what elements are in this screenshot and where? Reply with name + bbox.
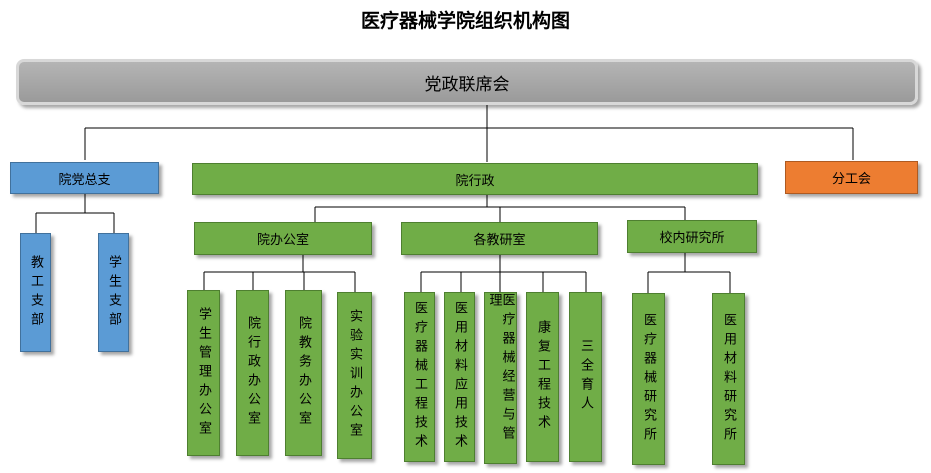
node-student-branch: 学生支部 — [98, 233, 129, 352]
node-student-affairs-office: 学生管理办公室 — [187, 290, 220, 456]
node-lab-training-office: 实验实训办公室 — [337, 292, 372, 459]
node-holistic-education: 三全育人 — [569, 292, 602, 462]
node-device-institute-label: 医疗器械研究所 — [641, 312, 656, 446]
node-admin-office: 院行政办公室 — [236, 290, 269, 456]
node-faculty-branch: 教工支部 — [20, 233, 51, 352]
node-rehab-engineering: 康复工程技术 — [526, 292, 559, 462]
node-device-engineering-label: 医疗器械工程技术 — [412, 301, 427, 453]
node-holistic-education-label: 三全育人 — [578, 339, 593, 415]
node-research-institutes: 校内研究所 — [627, 220, 757, 253]
node-dean-office: 院办公室 — [194, 222, 372, 255]
node-device-institute: 医疗器械研究所 — [632, 293, 665, 465]
node-academic-office-label: 院教务办公室 — [296, 316, 311, 430]
node-faculty-branch-label: 教工支部 — [28, 254, 43, 331]
node-student-branch-label: 学生支部 — [106, 254, 121, 331]
node-materials-institute: 医用材料研究所 — [712, 293, 745, 465]
node-dean-office-label: 院办公室 — [256, 233, 309, 248]
node-teaching-sections-label: 各教研室 — [473, 233, 526, 248]
node-party-branch-label: 院党总支 — [58, 172, 111, 188]
node-research-institutes-label: 校内研究所 — [659, 231, 725, 246]
node-joint-meeting: 党政联席会 — [16, 59, 918, 105]
node-admin: 院行政 — [192, 163, 758, 195]
node-materials-application-label: 医用材料应用技术 — [452, 301, 467, 453]
chart-title: 医疗器械学院组织机构图 — [360, 10, 570, 32]
node-academic-office: 院教务办公室 — [285, 290, 322, 456]
node-teaching-sections: 各教研室 — [401, 222, 598, 255]
node-student-affairs-office-label: 学生管理办公室 — [196, 306, 211, 440]
node-materials-application: 医用材料应用技术 — [444, 292, 475, 462]
node-device-business: 医疗器械经营与管理 — [484, 292, 517, 464]
node-materials-institute-label: 医用材料研究所 — [721, 312, 736, 446]
node-union: 分工会 — [785, 161, 918, 194]
node-joint-meeting-label: 党政联席会 — [424, 74, 510, 95]
node-device-engineering: 医疗器械工程技术 — [404, 292, 435, 462]
node-admin-label: 院行政 — [455, 173, 495, 189]
node-rehab-engineering-label: 康复工程技术 — [535, 320, 550, 434]
node-union-label: 分工会 — [831, 172, 871, 187]
node-lab-training-office-label: 实验实训办公室 — [347, 309, 362, 442]
node-device-business-label: 医疗器械经营与管理 — [486, 293, 515, 445]
node-admin-office-label: 院行政办公室 — [245, 316, 260, 430]
node-party-branch: 院党总支 — [10, 162, 159, 194]
